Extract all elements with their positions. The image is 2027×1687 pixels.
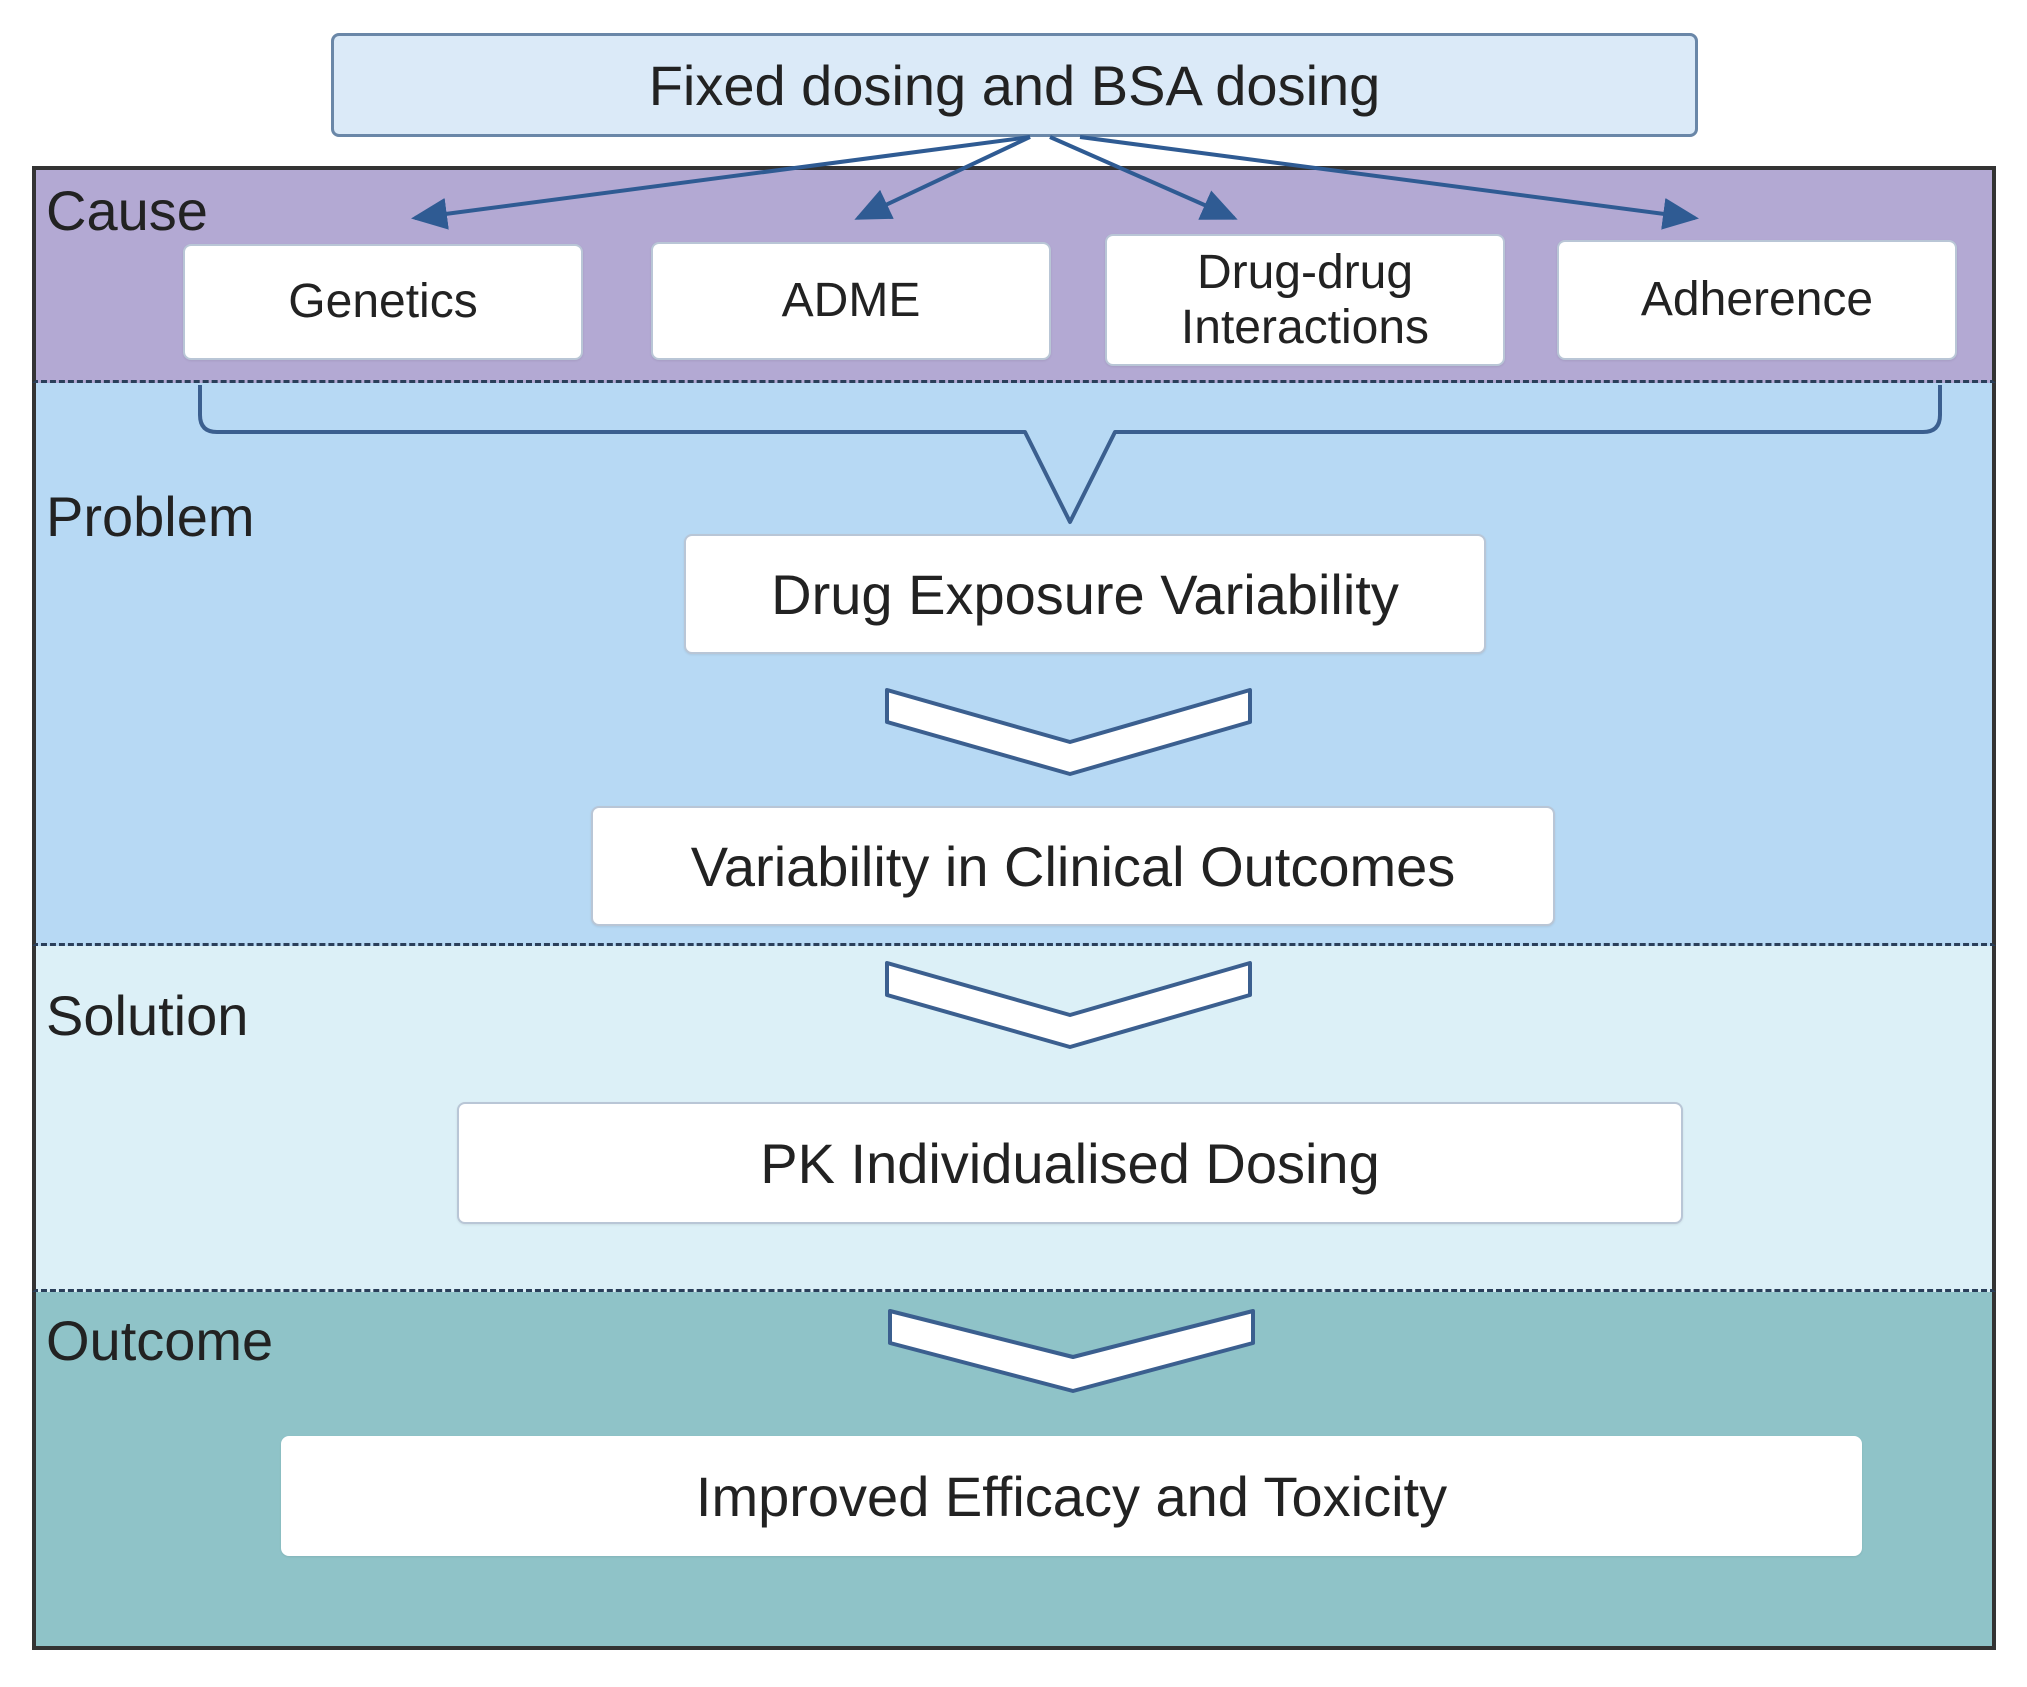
pk-individualised-dosing-node: PK Individualised Dosing bbox=[457, 1102, 1683, 1224]
improved-efficacy-toxicity-node: Improved Efficacy and Toxicity bbox=[281, 1436, 1862, 1556]
cause-label: Cause bbox=[46, 179, 208, 242]
fixed-dosing-box: Fixed dosing and BSA dosing bbox=[331, 33, 1698, 137]
adme-node: ADME bbox=[651, 242, 1051, 360]
problem-label: Problem bbox=[46, 485, 255, 548]
genetics-node: Genetics bbox=[183, 244, 583, 360]
solution-label: Solution bbox=[46, 984, 249, 1047]
drug-drug-interactions-node: Drug-drug Interactions bbox=[1105, 234, 1505, 366]
drug-exposure-variability-node: Drug Exposure Variability bbox=[684, 534, 1486, 654]
adherence-node: Adherence bbox=[1557, 240, 1957, 360]
outcome-label: Outcome bbox=[46, 1309, 274, 1372]
variability-clinical-outcomes-node: Variability in Clinical Outcomes bbox=[591, 806, 1555, 926]
